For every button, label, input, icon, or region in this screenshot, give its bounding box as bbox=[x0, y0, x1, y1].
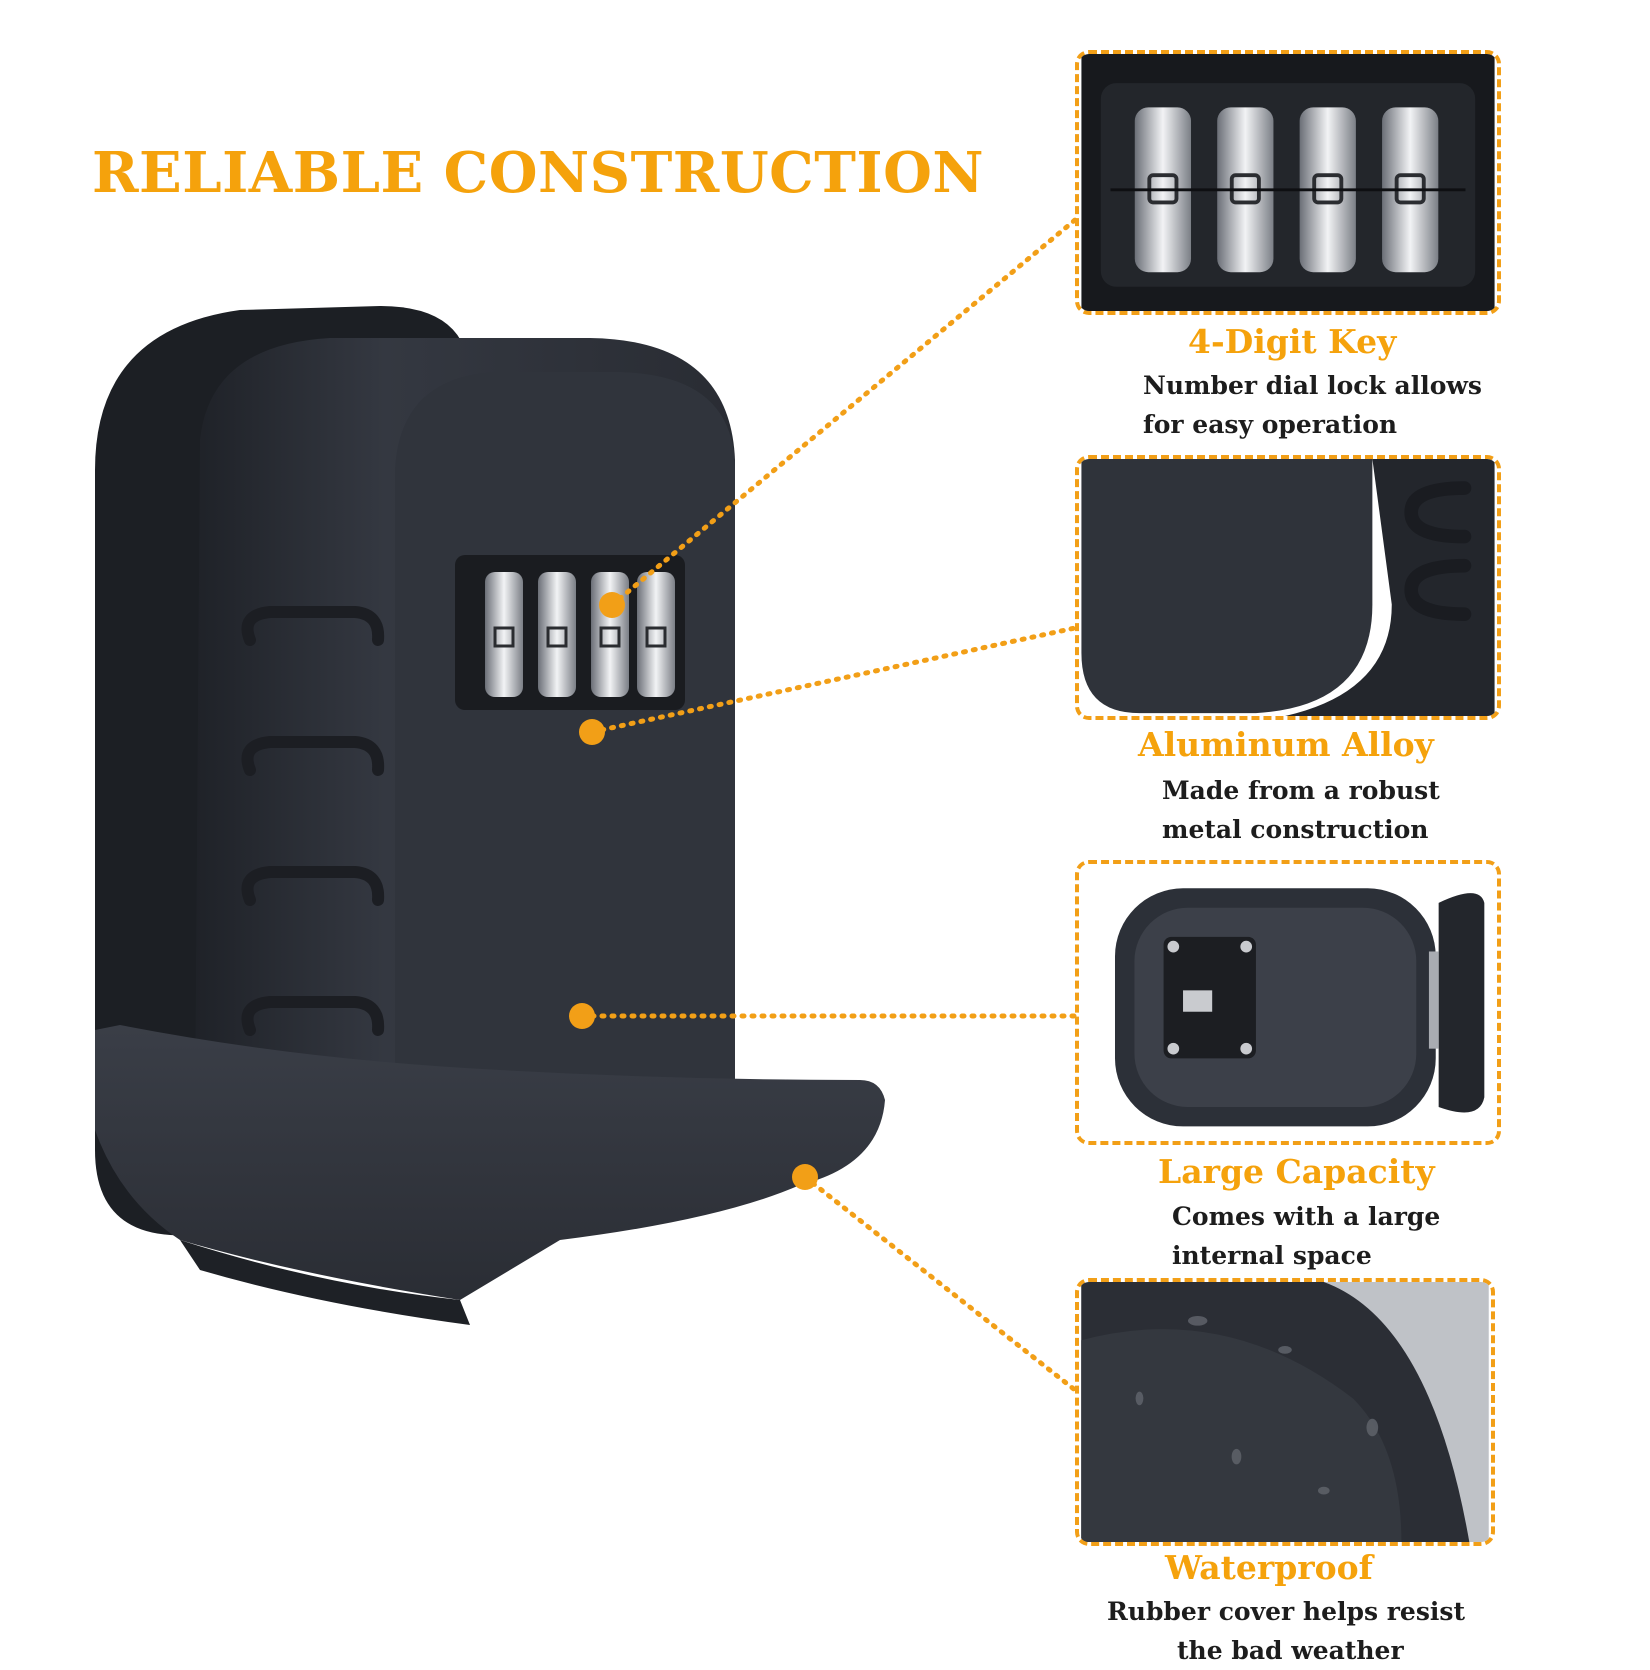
dial-closeup-image bbox=[1081, 54, 1495, 311]
feature-desc-line: Number dial lock allows bbox=[1143, 371, 1483, 400]
alloy-closeup-panel bbox=[1075, 455, 1501, 720]
capacity-closeup-panel bbox=[1075, 860, 1501, 1145]
open-cover bbox=[95, 1025, 885, 1300]
waterproof-closeup-panel bbox=[1075, 1278, 1495, 1546]
capacity-closeup-image bbox=[1080, 864, 1496, 1141]
feature-desc-aluminum-alloy: Made from a robust metal construction bbox=[1162, 771, 1440, 849]
feature-desc-line: for easy operation bbox=[1143, 410, 1398, 439]
feature-desc-4-digit-key: Number dial lock allows for easy operati… bbox=[1143, 366, 1482, 444]
feature-desc-line: Made from a robust bbox=[1162, 776, 1440, 805]
feature-desc-line: internal space bbox=[1172, 1241, 1372, 1270]
feature-desc-waterproof: Rubber cover helps resist the bad weathe… bbox=[1107, 1592, 1465, 1670]
feature-title-large-capacity: Large Capacity bbox=[1158, 1152, 1435, 1191]
feature-desc-line: metal construction bbox=[1162, 815, 1429, 844]
feature-title-waterproof: Waterproof bbox=[1165, 1548, 1373, 1587]
feature-desc-line: Comes with a large bbox=[1172, 1202, 1441, 1231]
feature-desc-line: the bad weather bbox=[1177, 1636, 1404, 1665]
headline: RELIABLE CONSTRUCTION bbox=[92, 140, 985, 206]
front-face bbox=[395, 372, 735, 1110]
feature-title-4-digit-key: 4-Digit Key bbox=[1188, 322, 1397, 361]
alloy-closeup-image bbox=[1081, 459, 1495, 716]
feature-desc-line: Rubber cover helps resist bbox=[1107, 1597, 1466, 1626]
feature-desc-large-capacity: Comes with a large internal space bbox=[1172, 1197, 1440, 1275]
dial-closeup-panel bbox=[1075, 50, 1501, 315]
waterproof-closeup-image bbox=[1081, 1282, 1489, 1542]
feature-title-aluminum-alloy: Aluminum Alloy bbox=[1138, 725, 1434, 764]
